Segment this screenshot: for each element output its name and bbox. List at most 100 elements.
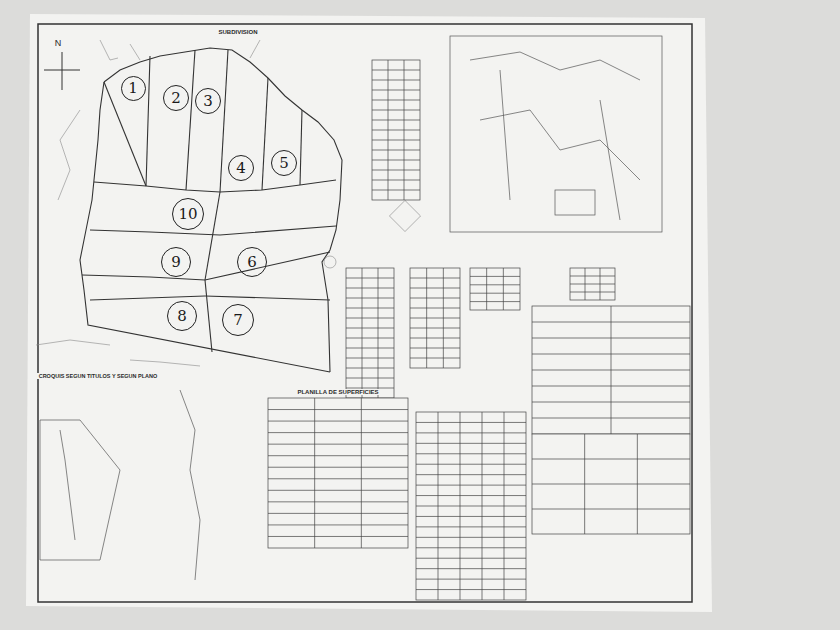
table-row-line — [416, 464, 526, 465]
table-row-line — [372, 100, 420, 101]
table-row-line — [470, 293, 520, 294]
table-row-line — [372, 120, 420, 121]
table-row-line — [416, 568, 526, 569]
table-row-line — [410, 328, 460, 329]
table-row-line — [268, 444, 408, 445]
table-row-line — [346, 328, 394, 329]
data-tables — [268, 60, 690, 600]
lot-number-circle: 8 — [167, 301, 197, 331]
lot-number: 2 — [171, 91, 181, 106]
table-row-line — [268, 536, 408, 537]
table-row-line — [372, 160, 420, 161]
table-row-line — [346, 318, 394, 319]
lot-number: 1 — [128, 81, 138, 96]
paper-sheet — [26, 14, 712, 612]
table-frame — [268, 398, 408, 548]
table-row-line — [570, 284, 615, 285]
table-col-line — [584, 434, 585, 534]
table-row-line — [372, 180, 420, 181]
table-row-line — [470, 276, 520, 277]
table-col-line — [585, 268, 586, 300]
table-row-line — [410, 318, 460, 319]
table-row-line — [410, 358, 460, 359]
table-row-line — [372, 130, 420, 131]
table-row-line — [570, 292, 615, 293]
table-row-line — [346, 278, 394, 279]
lot-number: 5 — [279, 156, 289, 171]
table-row-line — [410, 338, 460, 339]
table-row-line — [372, 150, 420, 151]
table-col-line — [361, 398, 362, 548]
table-row-line — [268, 478, 408, 479]
table-col-line — [443, 268, 444, 368]
table-col-line — [611, 306, 612, 434]
table-row-line — [372, 80, 420, 81]
table-row-line — [346, 378, 394, 379]
table-frame — [346, 268, 394, 408]
north-arrow — [44, 52, 80, 90]
table-col-line — [388, 60, 389, 200]
table-row-line — [410, 288, 460, 289]
table-frame — [532, 306, 690, 434]
lot-number-circle: 3 — [195, 88, 221, 114]
lot-number-circle: 10 — [172, 198, 204, 230]
table-row-line — [416, 547, 526, 548]
table-row-line — [416, 485, 526, 486]
location-sketch — [450, 36, 662, 232]
table-row-line — [416, 432, 526, 433]
table-row-line — [532, 509, 690, 510]
table-col-line — [438, 412, 439, 600]
table-row-line — [346, 358, 394, 359]
table-row-line — [416, 558, 526, 559]
title-sketch — [40, 390, 200, 580]
table-row-line — [268, 455, 408, 456]
lot-number-circle: 1 — [121, 76, 146, 101]
table-row-line — [268, 409, 408, 410]
table-frame — [470, 268, 520, 310]
table-frame — [532, 434, 690, 534]
table-row-line — [416, 526, 526, 527]
table-row-line — [346, 288, 394, 289]
table-row-line — [416, 516, 526, 517]
table-row-line — [372, 140, 420, 141]
table-row-line — [268, 467, 408, 468]
table-col-line — [314, 398, 315, 548]
table-col-line — [600, 268, 601, 300]
table-row-line — [570, 276, 615, 277]
lot-number: 9 — [171, 255, 181, 270]
lot-number: 6 — [247, 255, 257, 270]
table-row-line — [470, 284, 520, 285]
lot-number-circle: 4 — [228, 155, 254, 181]
table-row-line — [372, 70, 420, 71]
table-row-line — [372, 110, 420, 111]
sheet-border — [38, 24, 692, 602]
table-row-line — [268, 501, 408, 502]
table-row-line — [346, 368, 394, 369]
table-frame — [372, 60, 420, 200]
table-row-line — [372, 90, 420, 91]
table-row-line — [532, 484, 690, 485]
table-row-line — [416, 537, 526, 538]
table-col-line — [378, 268, 379, 408]
table-row-line — [416, 589, 526, 590]
lot-number-circle: 2 — [163, 85, 189, 111]
table-col-line — [426, 268, 427, 368]
lot-number: 7 — [233, 313, 243, 328]
table-col-line — [637, 434, 638, 534]
table-row-line — [470, 301, 520, 302]
lot-number-circle: 5 — [271, 150, 297, 176]
table-col-line — [460, 412, 461, 600]
table-row-line — [416, 443, 526, 444]
lot-number-circle: 7 — [222, 304, 254, 336]
table-row-line — [268, 432, 408, 433]
table-row-line — [410, 308, 460, 309]
table-row-line — [372, 170, 420, 171]
table-frame — [410, 268, 460, 368]
table-row-line — [416, 579, 526, 580]
table-row-line — [346, 298, 394, 299]
lot-number: 8 — [177, 309, 187, 324]
table-row-line — [416, 495, 526, 496]
table-col-line — [404, 60, 405, 200]
